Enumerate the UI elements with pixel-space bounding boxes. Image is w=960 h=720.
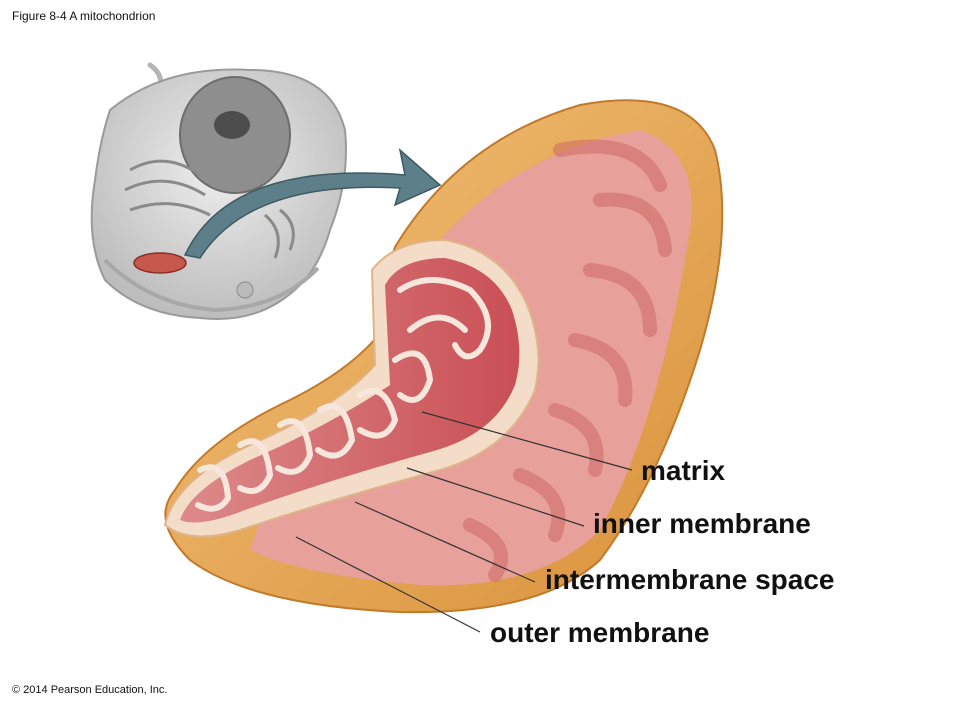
cell-membrane-edge [103, 258, 320, 313]
small-mitochondrion [133, 252, 187, 274]
pointer-arrow [183, 147, 442, 259]
er-fold [129, 202, 211, 217]
label-outer-membrane: outer membrane [490, 617, 710, 648]
er-fold [129, 159, 201, 177]
label-matrix: matrix [641, 455, 726, 486]
vesicle [236, 281, 254, 299]
er-fold [124, 179, 206, 197]
label-inner-membrane: inner membrane [593, 508, 811, 539]
leader-line-intermembrane-space [354, 501, 536, 583]
golgi-fold [279, 208, 295, 251]
nucleolus [214, 111, 250, 139]
leader-line-matrix [421, 411, 633, 471]
golgi-fold [263, 213, 280, 259]
cell-illustration [90, 62, 347, 320]
leader-line-outer-membrane [295, 536, 481, 633]
figure-caption: Figure 8-4 A mitochondrion [12, 9, 156, 23]
leader-line-inner-membrane [406, 467, 585, 527]
copyright-notice: © 2014 Pearson Education, Inc. [12, 684, 168, 696]
label-intermembrane-space: intermembrane space [545, 564, 835, 595]
cristae [195, 277, 491, 512]
